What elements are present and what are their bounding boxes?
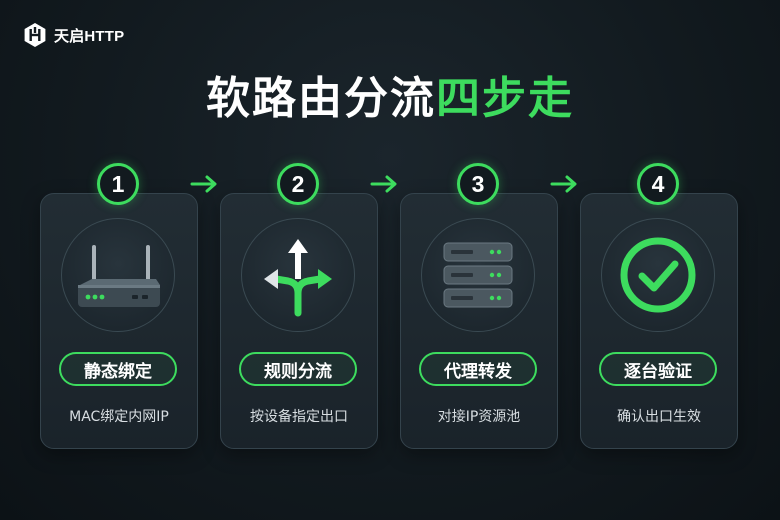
icon-frame: [601, 218, 715, 332]
step-label: 规则分流: [239, 352, 357, 386]
title-main: 软路由分流: [206, 73, 436, 124]
th-logo-icon: [24, 23, 46, 47]
step-number-badge: 2: [277, 163, 319, 205]
arrow-right-icon: [190, 175, 217, 193]
step-number-badge: 3: [457, 163, 499, 205]
title-accent: 四步走: [436, 73, 574, 124]
step-label: 逐台验证: [599, 352, 717, 386]
split-arrows-icon: [264, 239, 332, 317]
arrow-right-icon: [550, 175, 577, 193]
step-desc: 确认出口生效: [617, 409, 701, 425]
step-desc: MAC绑定内网IP: [69, 409, 169, 425]
brand-name: 天启HTTP: [54, 27, 125, 45]
server-stack-icon: [443, 242, 513, 308]
icon-frame: [241, 218, 355, 332]
step-card-3: 代理转发 对接IP资源池: [400, 193, 558, 449]
icon-frame: [421, 218, 535, 332]
step-desc: 对接IP资源池: [437, 409, 521, 425]
router-icon: [78, 245, 160, 307]
step-number-badge: 1: [97, 163, 139, 205]
arrow-right-icon: [370, 175, 397, 193]
check-circle-icon: [620, 237, 696, 313]
step-card-2: 规则分流 按设备指定出口: [220, 193, 378, 449]
icon-frame: [61, 218, 175, 332]
step-card-4: 逐台验证 确认出口生效: [580, 193, 738, 449]
step-label: 静态绑定: [59, 352, 177, 386]
step-number-badge: 4: [637, 163, 679, 205]
step-desc: 按设备指定出口: [250, 409, 348, 425]
step-label: 代理转发: [419, 352, 537, 386]
step-card-1: 静态绑定 MAC绑定内网IP: [40, 193, 198, 449]
brand-logo: 天启HTTP: [22, 22, 124, 48]
page-title: 软路由分流四步走: [0, 62, 780, 126]
